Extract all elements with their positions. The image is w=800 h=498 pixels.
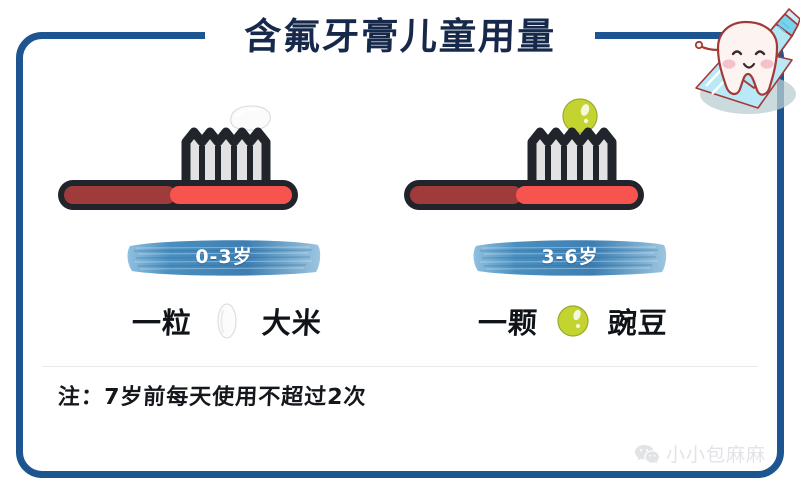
rice-grain-icon: [210, 302, 244, 340]
page-title: 含氟牙膏儿童用量: [243, 15, 557, 58]
badge-label: 3-6岁: [541, 246, 599, 268]
caption-prefix: 一粒: [130, 306, 193, 340]
watermark: 小小包麻麻: [634, 440, 766, 467]
caption-rice: 一粒 大米: [52, 296, 402, 346]
watermark-text: 小小包麻麻: [665, 444, 766, 466]
panel-3-6-years: 3-6岁: [398, 96, 748, 296]
toothbrush-illustration: [52, 96, 402, 226]
badge-age-range-0-3: 0-3岁: [124, 236, 324, 278]
caption-suffix: 大米: [261, 306, 323, 340]
caption-suffix: 豌豆: [607, 306, 669, 340]
caption-prefix: 一颗: [476, 306, 539, 340]
badge-label: 0-3岁: [195, 246, 253, 268]
tooth-mascot-illustration: [688, 2, 800, 120]
caption-pea: 一颗 豌豆: [398, 296, 748, 346]
pea-paste-dab: [561, 96, 599, 136]
section-divider: [42, 366, 758, 367]
panel-0-3-years: 0-3岁: [52, 96, 402, 296]
footnote: 注：7岁前每天使用不超过2次: [57, 385, 368, 410]
toothbrush-illustration: [398, 96, 748, 226]
rice-grain-paste-dab: [227, 104, 273, 132]
wechat-icon: [634, 443, 660, 465]
title-frame-gap: [205, 20, 595, 56]
badge-age-range-3-6: 3-6岁: [470, 236, 670, 278]
pea-icon: [556, 302, 590, 340]
